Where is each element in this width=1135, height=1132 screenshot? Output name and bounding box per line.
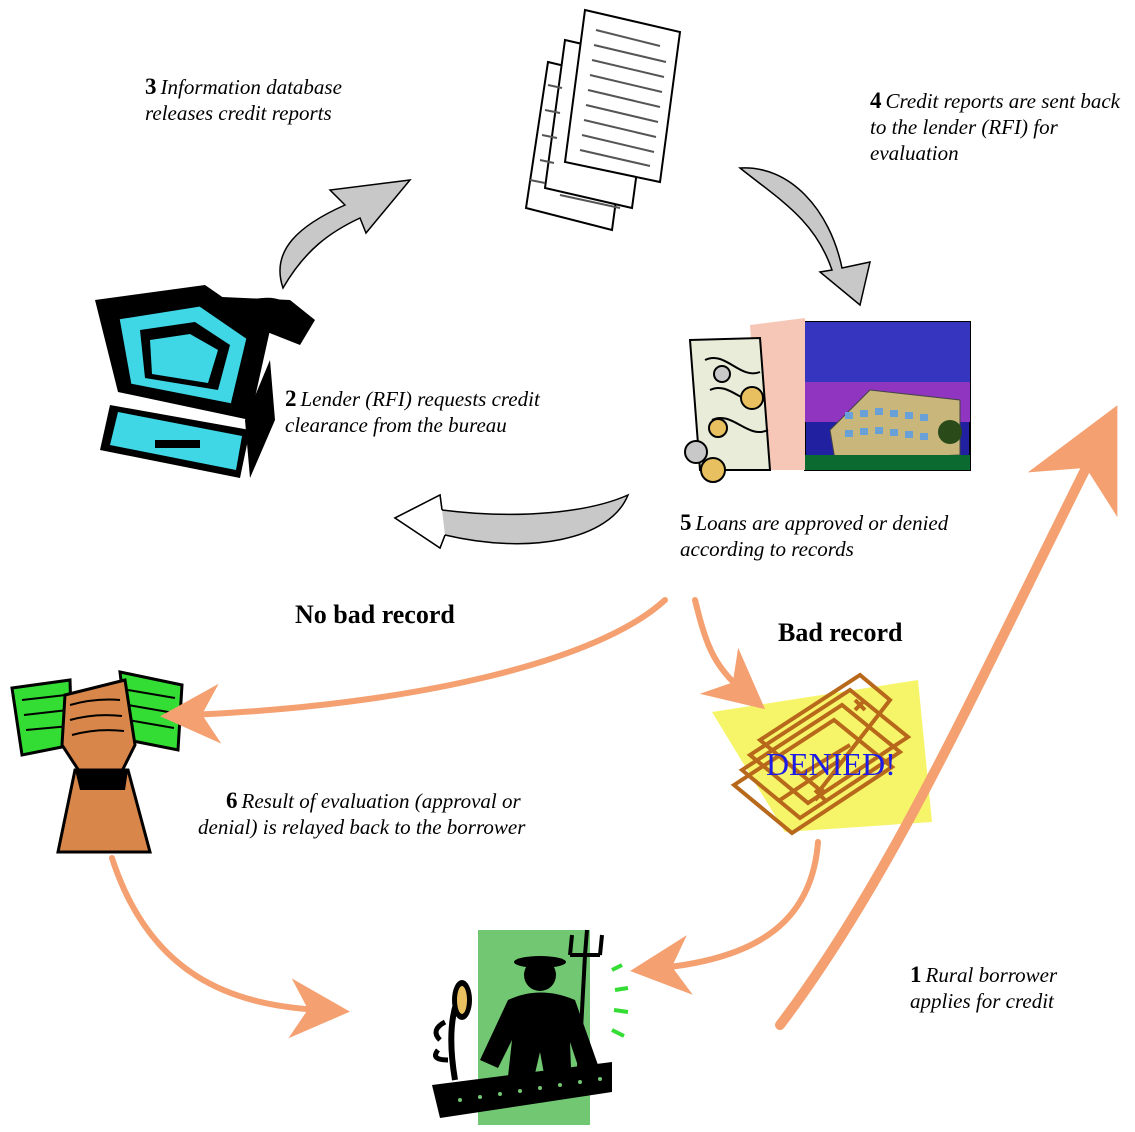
step-3-number: 3 [145,74,157,99]
step-3-text: Information database releases credit rep… [145,75,342,125]
step-5-text: Loans are approved or denied according t… [680,511,949,561]
arrow-database-to-computer [279,179,412,290]
step-2-text: Lender (RFI) requests credit clearance f… [285,387,540,437]
step-2-number: 2 [285,386,297,411]
step-6-number: 6 [226,788,238,813]
arrow-lender-to-computer [393,493,630,550]
arrow-result-to-borrower [109,855,350,1039]
bank-building-icon [684,318,971,483]
arrow-bad-record [692,597,766,710]
denied-money-icon: DENIED! [712,672,932,836]
arrow-no-bad-record [160,597,668,744]
step-4-text: Credit reports are sent back to the lend… [870,89,1120,165]
no-bad-record-label: No bad record [295,600,455,629]
step-5-number: 5 [680,510,692,535]
computer-icon [95,285,315,478]
step-4-number: 4 [870,88,882,113]
denied-stamp-text: DENIED! [766,746,896,782]
arrow-computer-hook [250,297,300,345]
step-6-text: Result of evaluation (approval or denial… [198,789,526,839]
farmer-icon [432,929,629,1125]
documents-icon [524,8,682,232]
bad-record-label: Bad record [778,618,903,647]
arrow-borrower-applies [775,405,1118,1030]
step-1-number: 1 [910,962,922,987]
step-1-text: Rural borrower applies for credit [910,963,1058,1013]
arrow-reports-to-lender [738,167,871,307]
arrow-denied-to-borrower [630,839,821,995]
money-fist-icon [10,670,184,854]
